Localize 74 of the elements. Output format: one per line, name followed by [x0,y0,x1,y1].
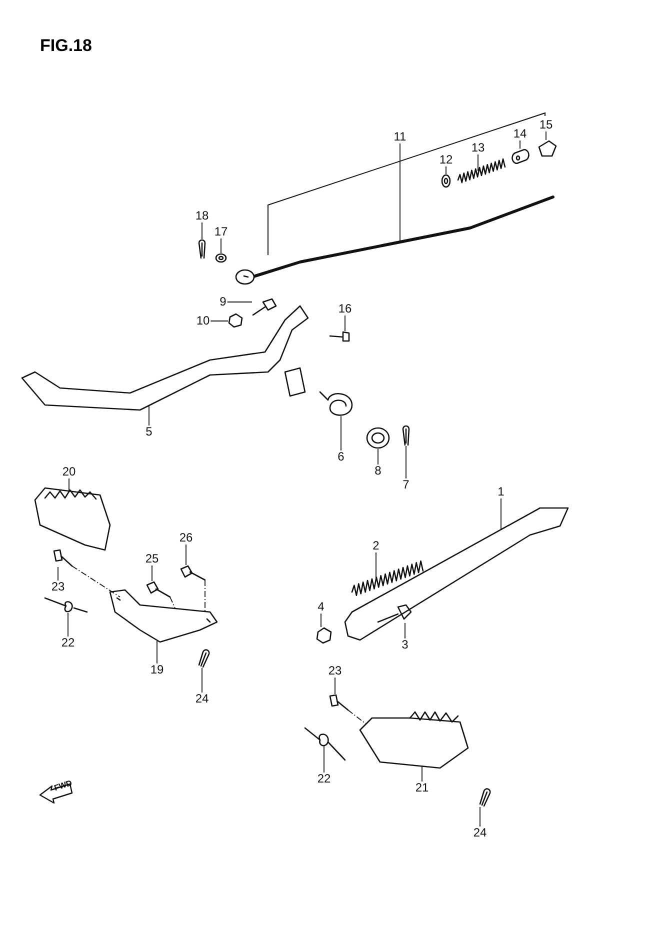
callout-number: 14 [512,128,528,140]
brake-pedal-drawing [21,305,309,411]
callout-number: 5 [144,426,154,438]
bolt-drawing [146,581,171,598]
callout-number: 23 [327,664,343,678]
centre-line [72,566,120,598]
leader-line [210,320,228,322]
washer-drawing [441,174,451,188]
leader-line [344,315,346,332]
centre-line [170,596,176,608]
footrest-bracket-drawing [109,589,218,643]
callout-number: 15 [538,118,554,132]
cotter-pin-drawing [479,788,491,807]
callout-number: 4 [316,600,326,614]
trunnion-drawing [512,149,530,164]
callout-number: 17 [213,226,229,238]
callout-number: 3 [400,638,410,652]
pin-drawing [53,549,73,567]
footrest-drawing [359,711,469,769]
callout-number: 10 [195,314,211,328]
return-spring-drawing [319,391,353,416]
figure-title: FIG.18 [40,36,92,56]
callout-number: 8 [374,464,382,478]
callout-number: 16 [337,302,353,316]
callout-number: 9 [218,296,228,308]
spring-drawing [351,560,424,596]
cotter-pin-drawing [198,649,210,668]
leader-line [68,478,70,492]
callout-number: 12 [438,154,454,166]
callout-number: 21 [414,782,430,794]
callout-number: 7 [402,478,410,492]
nut-drawing [228,313,243,328]
callout-number: 6 [336,450,346,464]
adjusting-nut-drawing [538,140,557,157]
spring-drawing [44,597,88,613]
leader-line [340,416,342,451]
spring-drawing [457,158,506,184]
callout-number: 26 [178,532,194,544]
side-stand-drawing [344,507,569,641]
washer-drawing [215,253,227,263]
callout-number: 13 [470,142,486,154]
leader-line [220,238,222,254]
pin-drawing [329,694,349,711]
callout-number: 23 [50,580,66,594]
leader-line [148,404,150,426]
bolt-drawing [180,565,206,581]
direction-label: FWD [53,778,74,793]
callout-number: 19 [149,664,165,676]
callout-number: 22 [60,636,76,650]
callout-number: 24 [472,826,488,840]
leader-line [404,622,406,639]
spring-drawing [304,727,346,761]
leader-line [156,640,158,664]
callout-number: 22 [316,772,332,786]
bolt-drawing [252,298,277,316]
cotter-pin-drawing [198,239,206,259]
brake-rod-drawing [235,196,554,285]
leader-line [320,613,322,628]
callout-number: 18 [194,210,210,222]
callout-number: 1 [496,486,506,498]
centre-line [348,710,366,724]
footrest-drawing [34,487,111,551]
washer-drawing [366,427,390,449]
callout-number: 11 [392,130,408,144]
callout-number: 24 [194,692,210,706]
centre-line [204,580,206,612]
callout-number: 20 [61,466,77,478]
clevis-pin-drawing [329,331,350,342]
nut-drawing [316,627,332,644]
leader-line [500,498,502,530]
leader-line [334,677,336,694]
callout-number: 2 [372,540,380,552]
cotter-pin-drawing [402,425,410,446]
callout-number: 25 [144,552,160,566]
